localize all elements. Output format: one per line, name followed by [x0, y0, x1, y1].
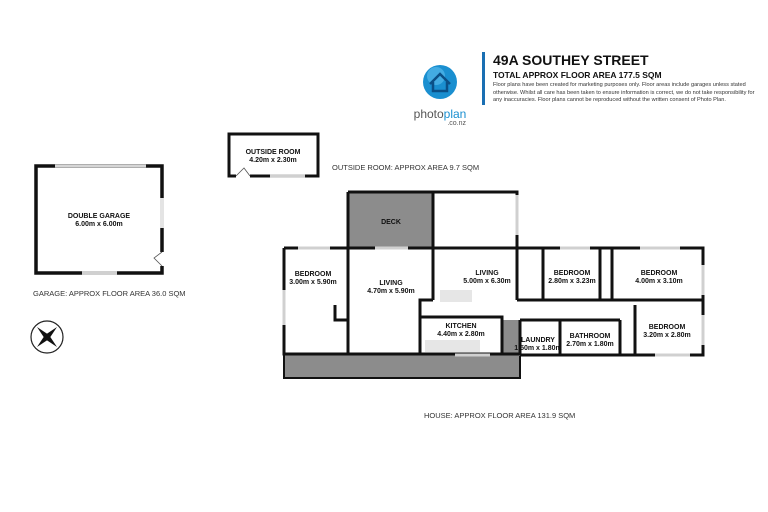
rear-deck: [283, 353, 521, 379]
total-area: TOTAL APPROX FLOOR AREA 177.5 SQM: [493, 70, 662, 80]
bedroom1-label: BEDROOM: [295, 271, 332, 278]
laundry-dims: 1.50m x 1.80m: [514, 345, 561, 352]
address-title: 49A SOUTHEY STREET: [493, 52, 649, 68]
outside-room: [227, 132, 320, 178]
garage-dims: 6.00m x 6.00m: [75, 221, 122, 228]
deck-label: DECK: [381, 219, 401, 226]
house-globe-icon: [423, 65, 457, 99]
deck-area: [348, 192, 433, 248]
bathroom-dims: 2.70m x 1.80m: [566, 341, 613, 348]
bathroom-label: BATHROOM: [570, 333, 611, 340]
garage-area: GARAGE: APPROX FLOOR AREA 36.0 SQM: [33, 289, 186, 298]
logo-text-photo: photo: [413, 107, 444, 121]
garage-label: DOUBLE GARAGE: [68, 213, 131, 220]
logo-text-plan: plan: [443, 107, 467, 121]
bedroom1-dims: 3.00m x 5.90m: [289, 279, 336, 286]
bedroom2-dims: 2.80m x 3.23m: [548, 278, 595, 285]
photoplan-logo: photoplan .co.nz: [410, 62, 470, 127]
house: [282, 190, 705, 379]
living1-label: LIVING: [379, 280, 403, 287]
kitchen-bench: [440, 290, 472, 302]
kitchen-label: KITCHEN: [445, 323, 476, 330]
outside-room-label: OUTSIDE ROOM: [246, 149, 301, 156]
living1-dims: 4.70m x 5.90m: [367, 288, 414, 295]
compass-icon: [30, 320, 64, 354]
laundry-label: LAUNDRY: [521, 337, 555, 344]
room-labels: DOUBLE GARAGE 6.00m x 6.00m OUTSIDE ROOM…: [68, 149, 691, 352]
house-area: HOUSE: APPROX FLOOR AREA 131.9 SQM: [424, 411, 575, 420]
bedroom3-label: BEDROOM: [641, 270, 678, 277]
laundry-step: [502, 320, 520, 356]
outside-room-area: OUTSIDE ROOM: APPROX AREA 9.7 SQM: [332, 163, 479, 172]
outside-room-dims: 4.20m x 2.30m: [249, 157, 296, 164]
disclaimer: Floor plans have been created for market…: [493, 82, 755, 104]
living2-label: LIVING: [475, 270, 499, 277]
logo-domain: .co.nz: [447, 120, 466, 127]
bedroom4-label: BEDROOM: [649, 324, 686, 331]
garage: [34, 164, 165, 275]
header: 49A SOUTHEY STREET TOTAL APPROX FLOOR AR…: [482, 52, 763, 105]
living2-dims: 5.00m x 6.30m: [463, 278, 510, 285]
bedroom3-dims: 4.00m x 3.10m: [635, 278, 682, 285]
bedroom2-label: BEDROOM: [554, 270, 591, 277]
bedroom4-dims: 3.20m x 2.80m: [643, 332, 690, 339]
kitchen-dims: 4.40m x 2.80m: [437, 331, 484, 338]
kitchen-counter: [425, 340, 480, 352]
